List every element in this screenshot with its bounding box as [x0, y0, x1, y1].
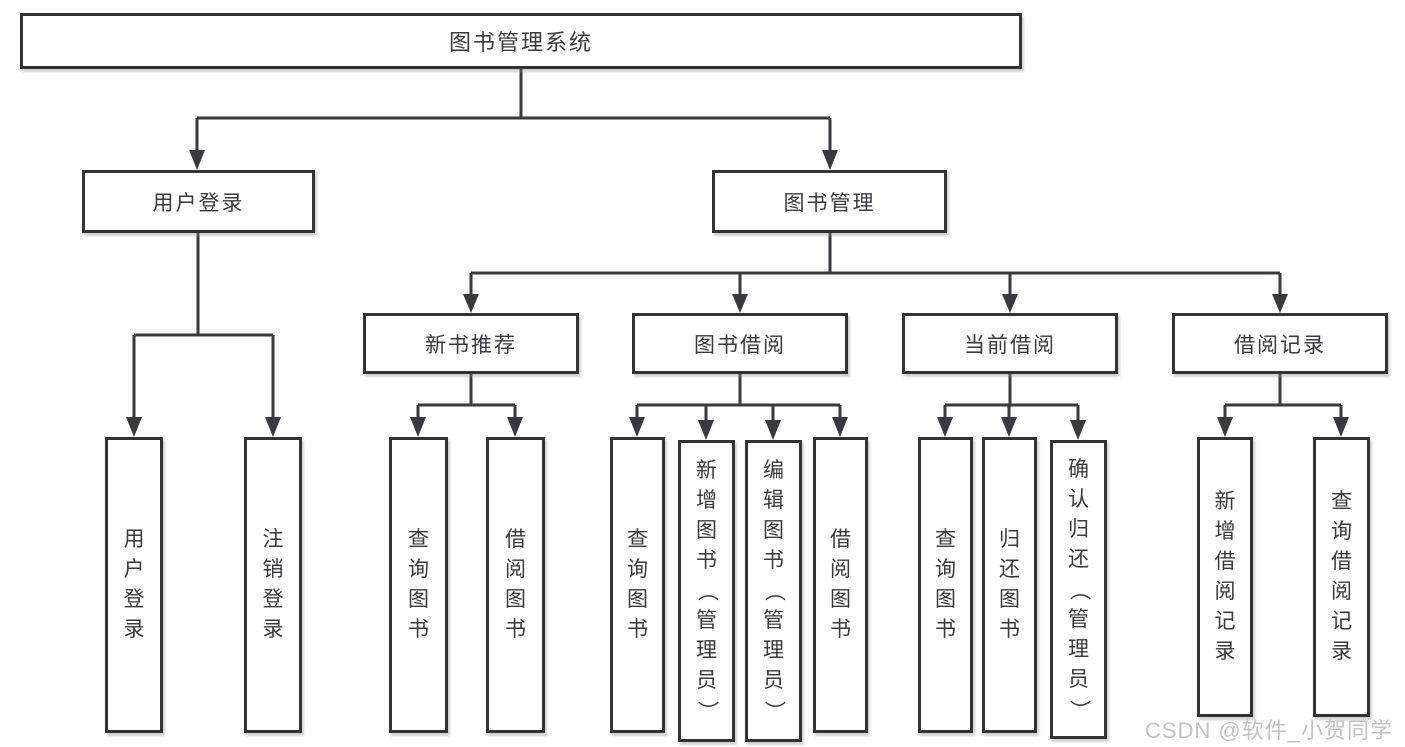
node-new-book-recommendation-label: 新书推荐	[425, 333, 517, 357]
leaf-logout-label: 注销登录	[262, 528, 284, 641]
leaf-borrowing-borrow-books-label: 借阅图书	[830, 528, 851, 641]
node-root: 图书管理系统	[20, 13, 1022, 69]
node-book-borrowing: 图书借阅	[632, 313, 848, 374]
leaf-borrowing-query-books-label: 查询图书	[627, 528, 648, 641]
node-user-login-label: 用户登录	[152, 191, 245, 215]
leaf-current-query-books: 查询图书	[918, 437, 973, 733]
leaf-user-login-label: 用户登录	[123, 528, 145, 641]
node-root-label: 图书管理系统	[448, 30, 593, 55]
connector-book-management-children	[463, 233, 1288, 313]
leaf-edit-books-admin-label: 编辑图书（管理员）	[762, 459, 786, 722]
node-borrowing-records: 借阅记录	[1172, 313, 1388, 374]
connector-new-book-children	[410, 374, 523, 437]
connector-root-to-level2	[189, 69, 838, 170]
node-user-login: 用户登录	[82, 170, 315, 233]
leaf-newbook-query-books: 查询图书	[389, 437, 448, 733]
leaf-add-borrow-record-label: 新增借阅记录	[1214, 490, 1236, 663]
leaf-add-books-admin-label: 新增图书（管理员）	[695, 459, 719, 722]
leaf-return-books-label: 归还图书	[999, 528, 1020, 641]
node-current-borrowing: 当前借阅	[902, 313, 1118, 374]
leaf-query-borrow-record: 查询借阅记录	[1313, 437, 1370, 717]
node-borrowing-records-label: 借阅记录	[1234, 333, 1326, 357]
leaf-borrowing-borrow-books: 借阅图书	[813, 437, 868, 733]
leaf-return-books: 归还图书	[982, 437, 1037, 733]
leaf-borrowing-query-books: 查询图书	[610, 437, 665, 733]
connector-current-borrowing-children	[937, 374, 1086, 440]
leaf-query-borrow-record-label: 查询借阅记录	[1331, 490, 1352, 663]
node-current-borrowing-label: 当前借阅	[964, 333, 1056, 357]
leaf-confirm-return-admin: 确认归还（管理员）	[1050, 440, 1107, 739]
leaf-newbook-borrow-books: 借阅图书	[486, 437, 545, 733]
leaf-current-query-books-label: 查询图书	[935, 528, 956, 641]
connector-user-login-children	[126, 233, 281, 437]
leaf-newbook-query-books-label: 查询图书	[408, 528, 429, 641]
leaf-confirm-return-admin-label: 确认归还（管理员）	[1067, 457, 1091, 721]
leaf-newbook-borrow-books-label: 借阅图书	[505, 528, 526, 641]
leaf-add-books-admin: 新增图书（管理员）	[678, 440, 735, 742]
watermark: CSDN @软件_小贺同学	[1144, 718, 1393, 743]
node-book-management-label: 图书管理	[783, 191, 876, 215]
leaf-edit-books-admin: 编辑图书（管理员）	[745, 440, 802, 742]
connector-borrowing-records-children	[1217, 374, 1349, 437]
node-new-book-recommendation: 新书推荐	[363, 313, 579, 374]
node-book-borrowing-label: 图书借阅	[694, 333, 786, 357]
leaf-logout: 注销登录	[244, 437, 302, 733]
leaf-add-borrow-record: 新增借阅记录	[1197, 437, 1253, 717]
connector-book-borrowing-children	[629, 374, 848, 440]
leaf-user-login: 用户登录	[105, 437, 163, 733]
node-book-management: 图书管理	[712, 170, 947, 233]
